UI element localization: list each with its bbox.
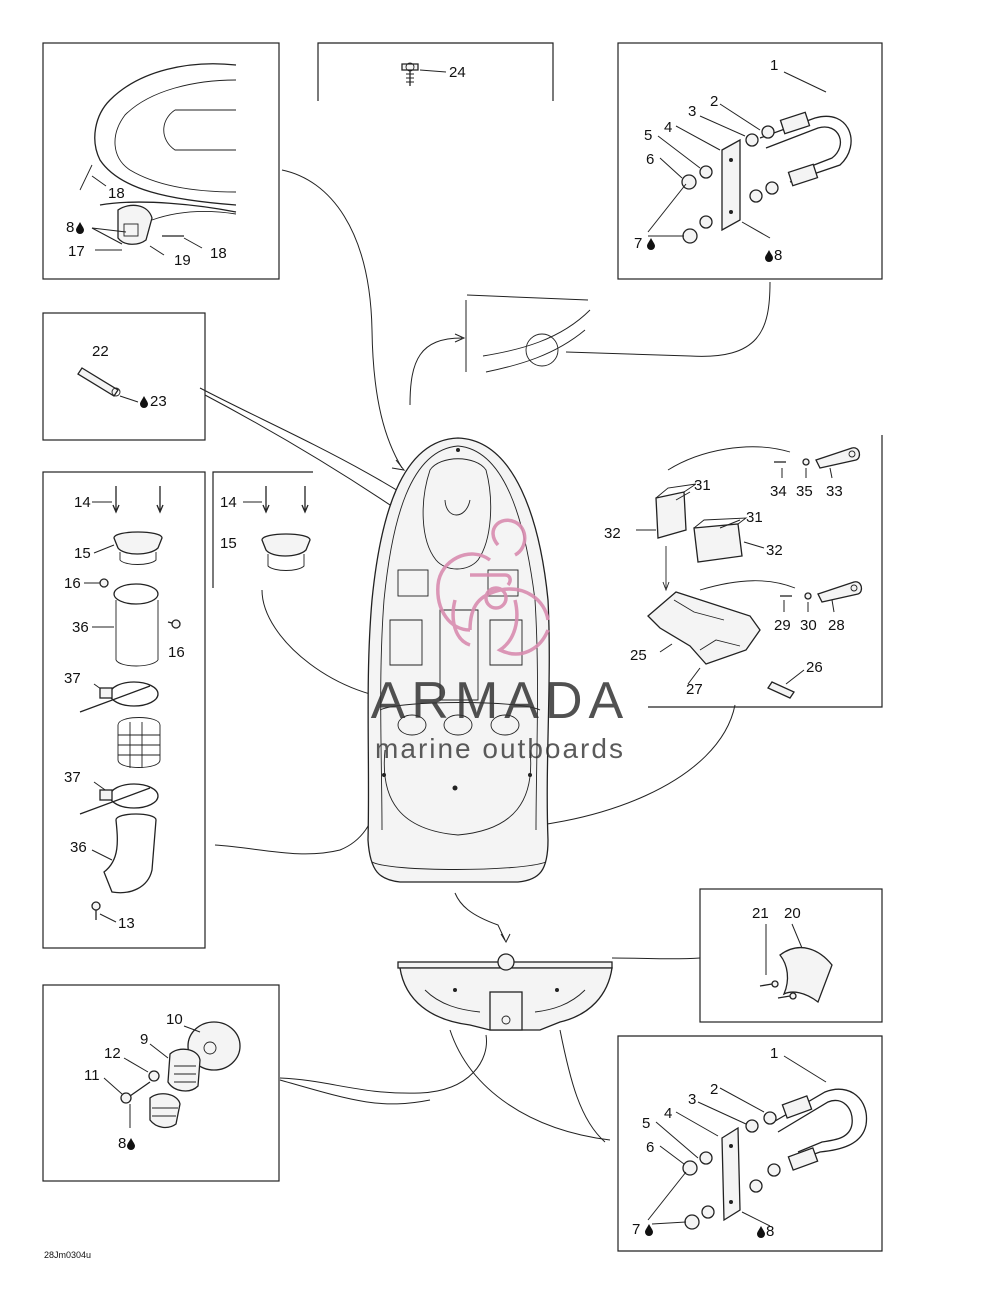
sealant-drop-icon [645, 1224, 653, 1236]
callout-14-b: 14 [220, 494, 237, 511]
bow-detail-parts [79, 63, 237, 256]
callout-11: 11 [84, 1067, 100, 1084]
callout-4-b: 4 [664, 1105, 672, 1122]
callout-8-d: 8 [766, 1223, 774, 1240]
bilge-hose-parts [79, 486, 181, 923]
storage-bracket-parts [636, 446, 863, 699]
callout-6-a: 6 [646, 151, 654, 168]
callout-36-a: 36 [72, 619, 89, 636]
callout-25: 25 [630, 647, 647, 664]
panel-storage-bracket [648, 435, 883, 708]
callout-34: 34 [770, 483, 787, 500]
callout-14-a: 14 [74, 494, 91, 511]
sealant-drop-icon [757, 1226, 765, 1238]
callout-22: 22 [92, 343, 109, 360]
callout-labels: 18 8 17 19 18 24 1 2 3 4 5 6 7 8 22 23 1… [64, 57, 845, 1240]
hose-fitting-parts [243, 486, 311, 571]
callout-32-a: 32 [604, 525, 621, 542]
sealant-drop-icon [140, 396, 148, 408]
callout-27: 27 [686, 681, 703, 698]
callout-5-b: 5 [642, 1115, 650, 1132]
watermark-brand: ARMADA [371, 672, 629, 730]
center-small-part [482, 309, 591, 373]
panel-frames [42, 42, 883, 1252]
callout-5-a: 5 [644, 127, 652, 144]
screw-24 [401, 62, 447, 86]
callout-8-b: 8 [774, 247, 782, 264]
drawing-code: 28Jm0304u [44, 1250, 91, 1260]
sealant-drop-icon [127, 1138, 135, 1150]
callout-18-a: 18 [108, 185, 125, 202]
armada-logo-icon [436, 518, 550, 656]
callout-16-a: 16 [64, 575, 81, 592]
callout-2-b: 2 [710, 1081, 718, 1098]
drain-plug-parts [103, 1021, 241, 1129]
callout-2-a: 2 [710, 93, 718, 110]
hull-top-view [367, 437, 550, 883]
callout-31-a: 31 [694, 477, 711, 494]
sealant-drop-icon [76, 222, 84, 234]
panel-tow-eye-bottom [617, 1035, 883, 1252]
panel-bow-detail [42, 42, 280, 280]
callout-7-a: 7 [634, 235, 642, 252]
callout-4-a: 4 [664, 119, 672, 136]
watermark-tagline: marine outboards [375, 733, 625, 764]
callout-37-a: 37 [64, 670, 81, 687]
callout-37-b: 37 [64, 769, 81, 786]
callout-15-b: 15 [220, 535, 237, 552]
callout-21: 21 [752, 905, 769, 922]
callout-1-a: 1 [770, 57, 778, 74]
panel-ring-20 [699, 888, 883, 1023]
callout-13: 13 [118, 915, 135, 932]
sealant-drop-icon [647, 238, 655, 250]
panel-tow-eye-top [617, 42, 883, 280]
callout-26: 26 [806, 659, 823, 676]
callout-15-a: 15 [74, 545, 91, 562]
tow-eye-bottom-parts [647, 1055, 868, 1230]
callout-12: 12 [104, 1045, 121, 1062]
panel-bilge-hose [42, 471, 206, 949]
callout-3-b: 3 [688, 1091, 696, 1108]
callout-28: 28 [828, 617, 845, 634]
hull-rear-view [397, 953, 613, 1031]
panel-screw-24 [317, 42, 554, 101]
callout-8-a: 8 [66, 219, 74, 236]
callout-24: 24 [449, 64, 466, 81]
callout-36-b: 36 [70, 839, 87, 856]
callout-32-b: 32 [766, 542, 783, 559]
callout-1-b: 1 [770, 1045, 778, 1062]
callout-16-b: 16 [168, 644, 185, 661]
callout-35: 35 [796, 483, 813, 500]
callout-9: 9 [140, 1031, 148, 1048]
sealant-drop-icon [765, 250, 773, 262]
callout-17: 17 [68, 243, 85, 260]
tow-eye-top-parts [647, 71, 852, 244]
callout-23: 23 [150, 393, 167, 410]
armada-watermark: ARMADA marine outboards [371, 518, 629, 764]
pin-22 [77, 367, 139, 403]
callout-3-a: 3 [688, 103, 696, 120]
sealant-drop-icons [76, 222, 773, 1238]
panel-drain-plug [42, 984, 280, 1182]
callout-8-c: 8 [118, 1135, 126, 1152]
callout-7-b: 7 [632, 1221, 640, 1238]
callout-30: 30 [800, 617, 817, 634]
panel-hose-fitting [212, 471, 313, 588]
callout-33: 33 [826, 483, 843, 500]
callout-29: 29 [774, 617, 791, 634]
callout-31-b: 31 [746, 509, 763, 526]
callout-10: 10 [166, 1011, 183, 1028]
callout-19: 19 [174, 252, 191, 269]
panel-pin-22 [42, 312, 206, 441]
callout-20: 20 [784, 905, 801, 922]
callout-18-b: 18 [210, 245, 227, 262]
callout-6-b: 6 [646, 1139, 654, 1156]
ring-20-parts [759, 923, 833, 1004]
